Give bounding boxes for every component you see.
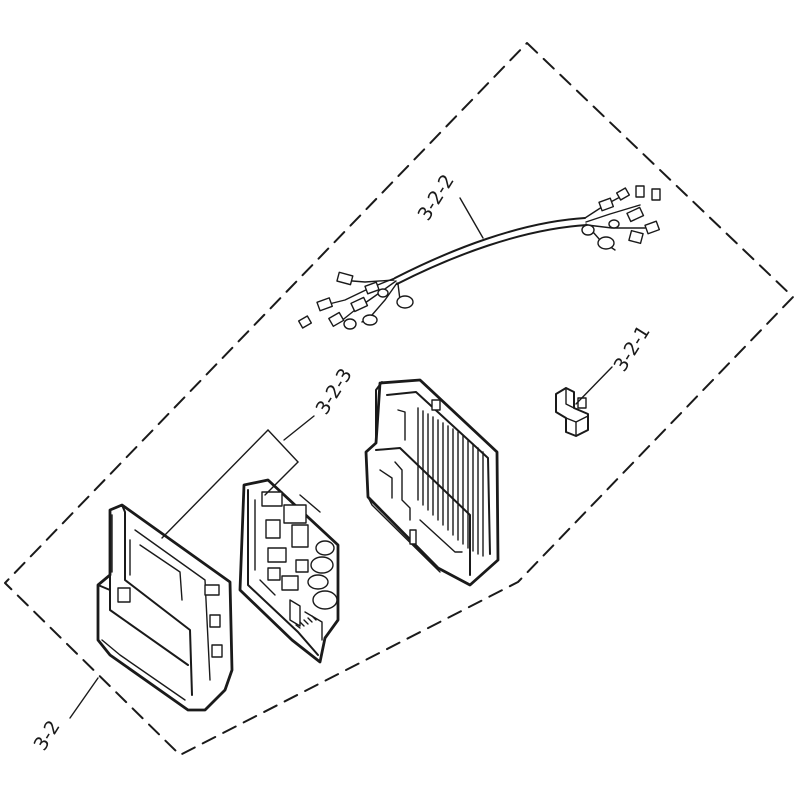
leader-lines bbox=[69, 197, 613, 719]
assembly-boundary bbox=[4, 42, 794, 756]
harness-connectors-right bbox=[581, 185, 661, 251]
callout-pcb: 3-2-3 bbox=[312, 365, 357, 419]
heatsink-fins bbox=[417, 407, 484, 557]
wiring-harness bbox=[297, 185, 661, 330]
harness-connectors-left bbox=[297, 271, 414, 330]
sensor-switch bbox=[555, 387, 589, 437]
callout-harness: 3-2-2 bbox=[414, 171, 459, 225]
callout-assembly: 3-2 bbox=[30, 717, 65, 755]
heatsink-cover bbox=[364, 378, 500, 587]
callout-sensor: 3-2-1 bbox=[610, 322, 655, 376]
mounting-frame bbox=[96, 503, 234, 712]
control-pcb bbox=[238, 478, 340, 664]
